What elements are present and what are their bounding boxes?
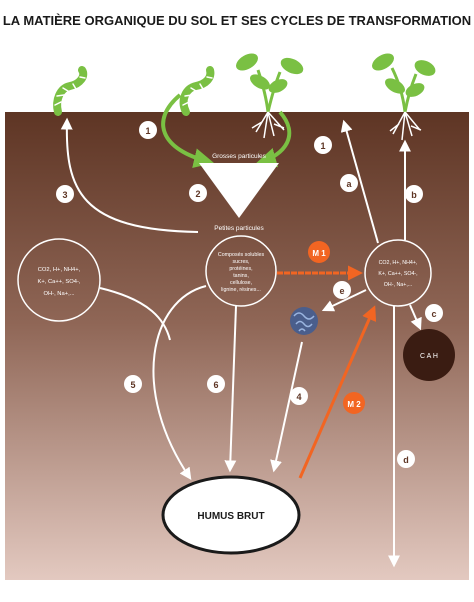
ions-line: CO2, H+, NH4+, <box>38 267 81 273</box>
arrow-e <box>321 289 367 312</box>
cah-circle <box>403 329 455 381</box>
badge-4: 4 <box>290 387 308 405</box>
badge-text: a <box>346 179 352 189</box>
petites-particules-label: Petites particules <box>214 225 264 232</box>
arrow-a <box>340 119 379 244</box>
badge-e: e <box>333 281 351 299</box>
cah-label: C A H <box>420 353 438 360</box>
badge-text: c <box>431 309 436 319</box>
badge-text: e <box>339 286 344 296</box>
composes-circle <box>205 235 277 307</box>
badge-m1: M 1 <box>308 241 330 263</box>
badge-c: c <box>425 304 443 322</box>
badge-1a: 1 <box>139 121 157 139</box>
left-ions-text: CO2, H+, NH4+, K+, Ca++, SO4-, OH-, Na+,… <box>37 267 80 297</box>
badge-2: 2 <box>189 184 207 202</box>
worm-icon <box>179 66 215 116</box>
green-arrow-plant <box>256 110 292 168</box>
composes-line: lignine, résines... <box>221 287 261 293</box>
grosses-particules-label: Grosses particules <box>212 153 267 160</box>
source-text: Source : SOLTNER, 1992, Le cycle de l'hu… <box>8 586 195 593</box>
particle-triangle <box>199 163 279 218</box>
badge-6: 6 <box>207 375 225 393</box>
ions-line: OH-, Na+,... <box>43 291 74 297</box>
badge-text: 4 <box>296 392 301 402</box>
arrow-c <box>409 304 422 331</box>
badge-5: 5 <box>124 375 142 393</box>
humus-label: HUMUS BRUT <box>197 511 264 522</box>
badge-text: 5 <box>130 380 135 390</box>
plant-icon <box>372 53 436 141</box>
arrow-5 <box>152 285 207 480</box>
badge-text: 1 <box>320 141 325 151</box>
right-ions-text: CO2, H+, NH4+, K+, Ca++, SO4-, OH-, Na+,… <box>378 260 417 288</box>
badge-b: b <box>405 185 423 203</box>
arrow-4 <box>270 341 303 473</box>
green-arrow-worm <box>161 93 214 168</box>
badge-3: 3 <box>56 185 74 203</box>
microbe-icon <box>290 307 318 335</box>
humus-ellipse <box>161 475 301 555</box>
right-ions-circle <box>364 239 432 307</box>
badge-text: d <box>403 455 409 465</box>
diagram-title: LA MATIÈRE ORGANIQUE DU SOL ET SES CYCLE… <box>3 13 471 28</box>
badge-text: M 2 <box>347 400 361 409</box>
ions-line: K+, Ca++, SO4-, <box>378 271 417 277</box>
composes-line: sucres, <box>232 259 249 265</box>
arrow-5-branch <box>99 287 171 341</box>
badge-text: 6 <box>213 380 218 390</box>
badge-a: a <box>340 174 358 192</box>
composes-text: Composés solubles sucres, protéines, tan… <box>218 252 265 293</box>
arrow-3 <box>60 117 199 233</box>
composes-line: Composés solubles <box>218 252 265 258</box>
composes-line: protéines, <box>229 266 252 272</box>
ions-line: OH-, Na+,... <box>384 282 412 288</box>
badge-text: 2 <box>195 189 200 199</box>
badge-d: d <box>397 450 415 468</box>
composes-line: tanins, <box>233 273 249 279</box>
credit-text: © TERREOM <box>427 585 466 593</box>
left-ions-circle <box>17 238 101 322</box>
worm-icon <box>53 66 88 116</box>
plant-icon <box>236 53 304 139</box>
ions-line: CO2, H+, NH4+, <box>379 260 418 266</box>
badge-text: M 1 <box>312 249 326 258</box>
badge-text: 3 <box>62 190 67 200</box>
ions-line: K+, Ca++, SO4-, <box>37 279 80 285</box>
badge-1b: 1 <box>314 136 332 154</box>
badge-m2: M 2 <box>343 392 365 414</box>
composes-line: cellulose, <box>230 280 252 286</box>
arrow-m2 <box>298 305 377 479</box>
badge-text: b <box>411 190 417 200</box>
badge-text: 1 <box>145 126 150 136</box>
arrow-6 <box>224 305 237 473</box>
